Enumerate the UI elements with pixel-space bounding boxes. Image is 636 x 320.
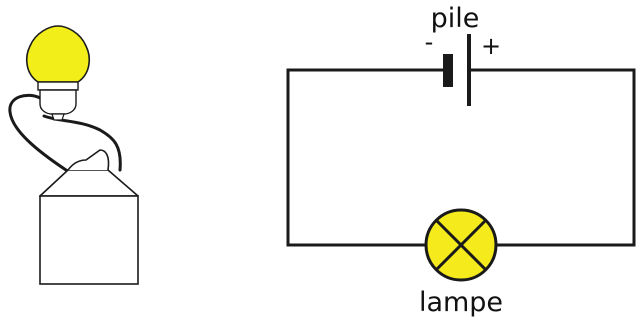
bulb-screw-base (39, 89, 77, 115)
wire-left (8, 93, 68, 172)
lamp-symbol-icon (424, 208, 498, 282)
lampe-label: lampe (419, 287, 503, 318)
circuit-schematic: pile - + lampe (286, 3, 636, 318)
battery-block-icon (39, 149, 139, 285)
physical-setup-illustration (8, 25, 139, 285)
plus-sign-label: + (481, 32, 501, 60)
pile-label: pile (431, 3, 480, 34)
battery-terminal-tab (67, 149, 110, 171)
bulb-glass (25, 25, 91, 83)
circuit-wires (286, 68, 636, 247)
light-bulb-icon (25, 25, 91, 121)
battery-top-face (39, 169, 139, 197)
battery-symbol-icon (443, 34, 471, 106)
lamp-cross-b (434, 218, 488, 272)
minus-sign-label: - (425, 28, 434, 56)
bulb-collar (37, 81, 79, 91)
bulb-contact-tip (51, 113, 65, 121)
battery-negative-plate (443, 54, 453, 87)
battery-positive-plate (467, 34, 471, 106)
battery-front-face (39, 195, 139, 285)
